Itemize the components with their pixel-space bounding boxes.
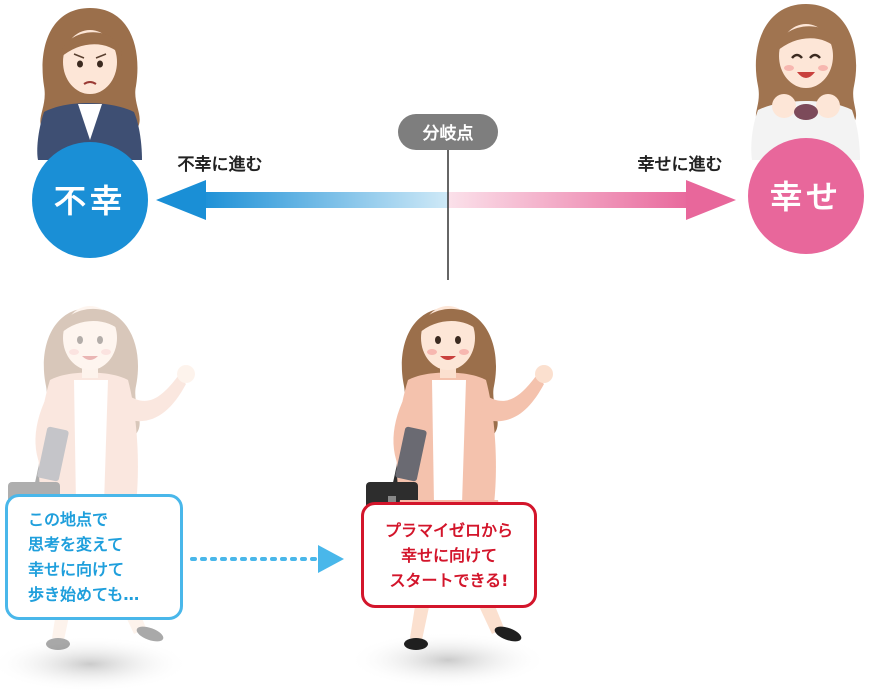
arrow-to-happiness (448, 180, 736, 220)
unhappiness-circle: 不幸 (32, 142, 148, 258)
arrow-to-unhappiness (156, 180, 448, 220)
unhappy-arrow-label: 不幸に進む (178, 154, 263, 175)
branch-point-label: 分岐点 (423, 123, 474, 144)
note-right-line: プラマイゼロから (384, 520, 513, 540)
branch-point-badge: 分岐点 (398, 114, 498, 150)
ground-shadow-left (0, 636, 190, 692)
ground-shadow-center (348, 632, 548, 688)
happy-woman-portrait-icon (751, 4, 860, 160)
happiness-circle-label: 幸せ (770, 178, 842, 216)
happy-arrow-label: 幸せに進む (638, 154, 723, 175)
note-left-line: 幸せに向けて (28, 560, 125, 579)
note-left-line: 思考を変えて (28, 535, 124, 554)
note-left: この地点で 思考を変えて 幸せに向けて 歩き始めても… (5, 494, 183, 620)
note-right-line: スタートできる! (389, 570, 509, 590)
sad-woman-portrait-icon (37, 8, 142, 160)
note-right-line: 幸せに向けて (400, 545, 497, 565)
happiness-circle: 幸せ (748, 138, 864, 254)
dotted-arrow (190, 545, 344, 573)
note-right: プラマイゼロから 幸せに向けて スタートできる! (361, 502, 537, 608)
note-left-line: 歩き始めても… (28, 585, 140, 604)
unhappiness-circle-label: 不幸 (54, 182, 126, 220)
note-left-line: この地点で (28, 510, 109, 529)
